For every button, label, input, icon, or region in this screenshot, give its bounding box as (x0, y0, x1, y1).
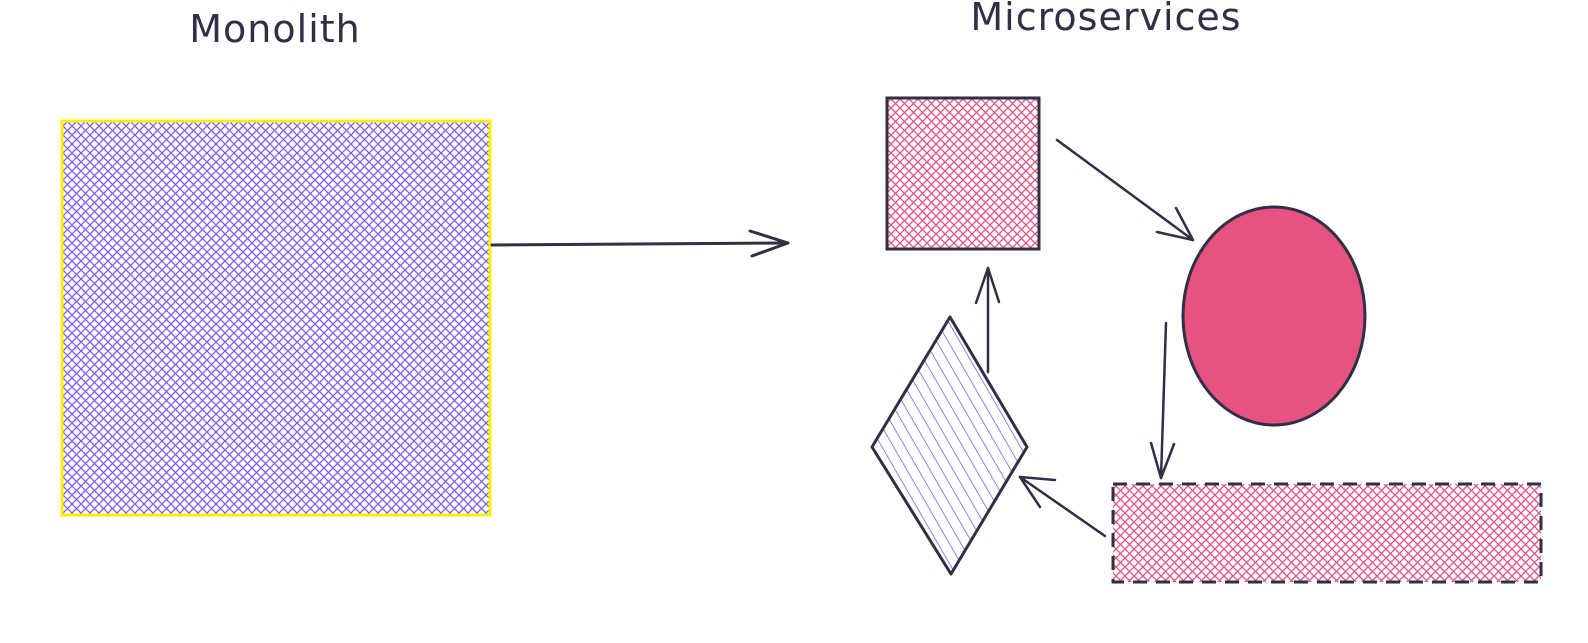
microservices-title: Microservices (970, 0, 1241, 39)
service-rectangle (1111, 482, 1543, 584)
square-to-ellipse-arrow (1055, 138, 1195, 242)
service-square (885, 96, 1041, 251)
diamond-to-square-arrow (974, 266, 1001, 374)
ellipse-to-rectangle-arrow (1149, 321, 1176, 480)
monolith-title: Monolith (189, 7, 360, 51)
monolith-block (60, 119, 492, 517)
rectangle-to-diamond-arrow (1018, 475, 1107, 538)
service-diamond (870, 315, 1029, 576)
monolith-to-microservices-arrow (490, 229, 790, 258)
service-ellipse (1181, 205, 1367, 427)
